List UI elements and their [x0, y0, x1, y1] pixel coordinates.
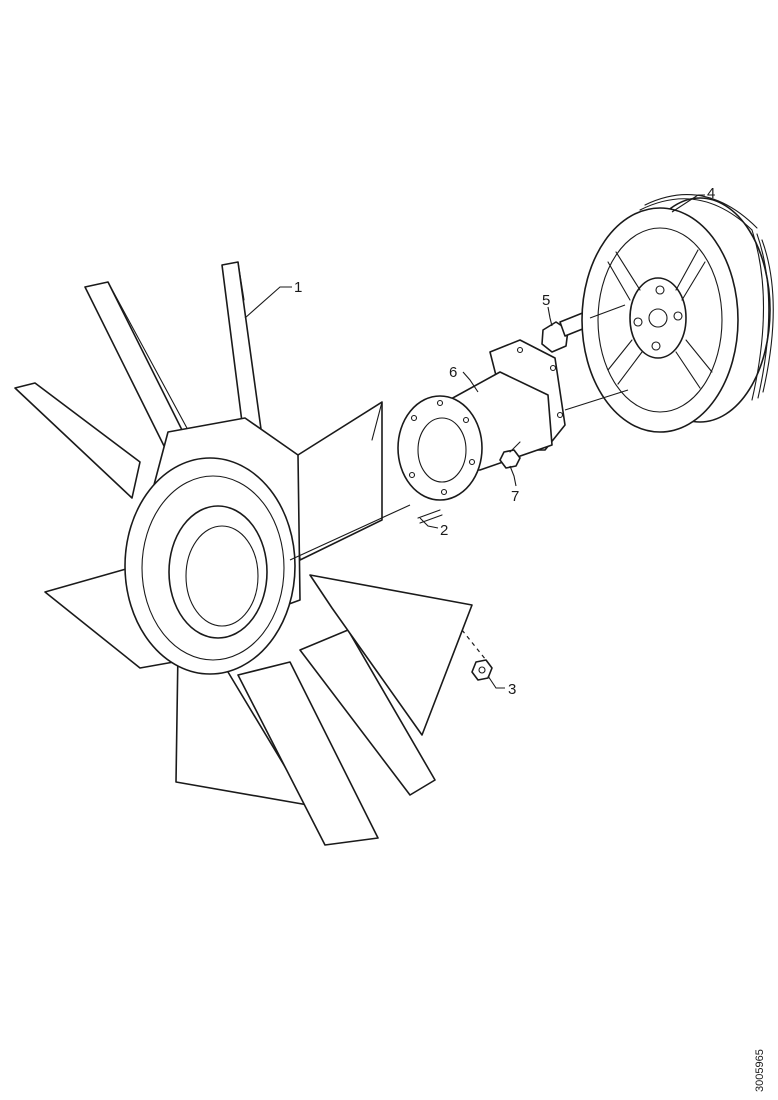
leader-line-4: [671, 194, 705, 213]
spacer-bolt-hole: [516, 346, 524, 354]
fan-hub-bore-inner: [185, 525, 259, 627]
assembly-axis-line: [564, 389, 629, 411]
pulley-hub: [629, 277, 687, 359]
callout-6: 6: [449, 364, 457, 381]
assembly-axis-line: [589, 304, 626, 319]
spacer-bolt-hole: [468, 458, 476, 466]
spacer-bolt-hole: [410, 414, 418, 422]
spacer-front-flange: [397, 395, 483, 501]
pulley-bolt-hole: [633, 317, 643, 327]
nut-hole: [478, 666, 486, 674]
pulley-bolt-hole: [655, 285, 665, 295]
spacer-front-recess: [417, 417, 467, 483]
fan-hub-bore: [168, 505, 268, 639]
fan-blade-left: [14, 382, 141, 499]
leader-line-7: [509, 465, 517, 487]
assembly-axis-line: [289, 504, 411, 561]
spacer-bolt-hole: [549, 364, 557, 372]
callout-1: 1: [294, 279, 302, 296]
spacer-bolt-hole: [440, 488, 448, 496]
callout-3: 3: [508, 681, 516, 698]
pulley-inner-ring: [597, 227, 723, 413]
nut-hex: [471, 659, 493, 681]
spacer-bolt-hole: [408, 471, 416, 479]
pulley-bolt-hole: [651, 341, 661, 351]
spacer-bolt-hole: [436, 399, 444, 407]
leader-line-1: [244, 286, 292, 319]
spacer-bolt-hole: [556, 411, 564, 419]
pulley-bolt-hole: [673, 311, 683, 321]
spacer: [397, 339, 566, 501]
pulley-spokes: [607, 249, 713, 389]
screw-7: [499, 441, 521, 469]
fan-blade-upper-right: [289, 401, 383, 561]
callout-5: 5: [542, 292, 550, 309]
fan-blade-edge: [237, 261, 245, 301]
pulley-grooves: [639, 194, 774, 401]
leader-line-2: [419, 517, 439, 529]
nut: [461, 629, 493, 681]
fan-blade-edge: [371, 401, 383, 441]
leader-line-6: [462, 371, 479, 393]
drawing-code: 3005965: [754, 1049, 766, 1092]
callout-4: 4: [707, 185, 715, 202]
fan-blade-lower-right: [299, 629, 436, 796]
screw-7-head: [499, 449, 521, 469]
bolt-5-head: [541, 321, 569, 353]
spacer-bolt-hole: [462, 416, 470, 424]
leader-line-5: [547, 306, 553, 327]
stud-shank: [417, 509, 441, 519]
fan-blade-right: [309, 574, 473, 736]
fan-hub-flange: [141, 475, 285, 661]
callout-7: 7: [511, 488, 519, 505]
callout-2: 2: [440, 522, 448, 539]
pulley: [581, 194, 774, 433]
fan-blade-bottom: [237, 661, 379, 846]
fan-blade-edge: [107, 281, 189, 431]
fan: [14, 261, 473, 846]
stud: [417, 509, 443, 524]
screw-7-shank: [509, 441, 521, 453]
leader-line-3: [487, 675, 505, 689]
nut-axis-line: [461, 629, 487, 661]
pulley-center-hole: [648, 308, 668, 328]
